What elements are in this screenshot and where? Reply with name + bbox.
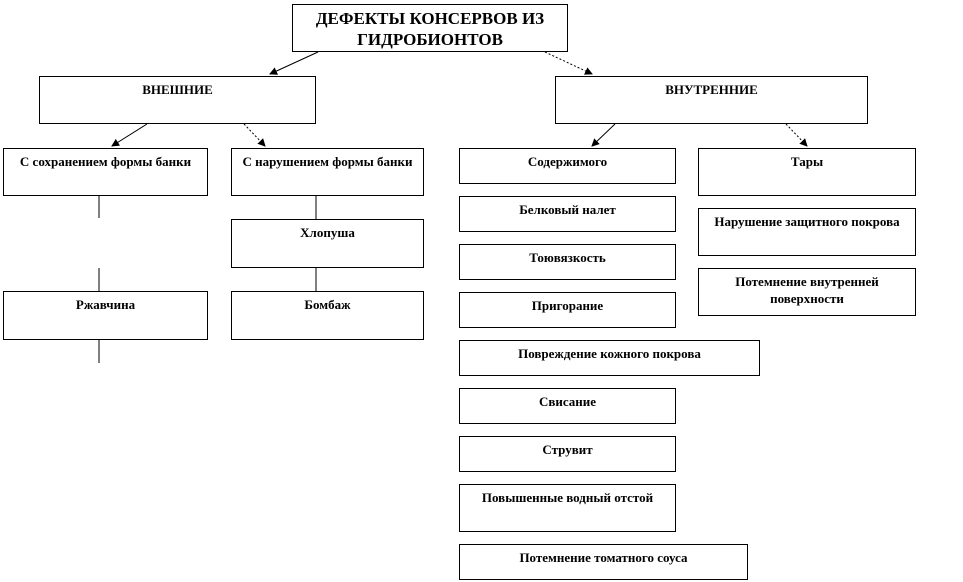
node-contents-item: Свисание — [459, 388, 676, 424]
node-container-item: Нарушение защитного покрова — [698, 208, 916, 256]
node-contents: Содержимого — [459, 148, 676, 184]
node-contents-item-label: Струвит — [542, 442, 593, 457]
arrow-title-to-external — [269, 51, 319, 75]
node-rust: Ржавчина — [3, 291, 208, 340]
node-bombazh: Бомбаж — [231, 291, 424, 340]
node-khlopusha-label: Хлопуша — [300, 225, 355, 240]
node-contents-item: Повреждение кожного покрова — [459, 340, 760, 376]
node-contents-item: Струвит — [459, 436, 676, 472]
node-contents-item-label: Потемнение томатного соуса — [519, 550, 688, 565]
node-keep-shape-label: С сохранением формы банки — [19, 154, 192, 169]
node-broken-shape-label: С нарушением формы банки — [242, 154, 413, 169]
arrow-external-to-keep-shape — [111, 123, 148, 147]
node-container: Тары — [698, 148, 916, 196]
node-container-item-label: Нарушение защитного покрова — [714, 214, 900, 229]
node-internal-label: ВНУТРЕННИЕ — [665, 82, 758, 97]
node-external-label: ВНЕШНИЕ — [142, 82, 213, 97]
node-internal: ВНУТРЕННИЕ — [555, 76, 868, 124]
arrow-external-to-broken-shape — [243, 123, 266, 147]
node-contents-item: Потемнение томатного соуса — [459, 544, 748, 580]
node-contents-label: Содержимого — [527, 154, 608, 169]
node-container-item: Потемнение внутренней поверхности — [698, 268, 916, 316]
node-contents-item-label: Повышенные водный отстой — [481, 490, 654, 505]
node-contents-item: Белковый налет — [459, 196, 676, 232]
node-rust-label: Ржавчина — [75, 297, 136, 312]
node-container-label: Тары — [790, 154, 824, 169]
node-khlopusha: Хлопуша — [231, 219, 424, 268]
node-bombazh-label: Бомбаж — [304, 297, 351, 312]
diagram-title: ДЕФЕКТЫ КОНСЕРВОВ ИЗ ГИДРОБИОНТОВ — [292, 4, 568, 52]
node-external: ВНЕШНИЕ — [39, 76, 316, 124]
node-container-item-label: Потемнение внутренней поверхности — [735, 274, 879, 306]
node-contents-item-label: Повреждение кожного покрова — [518, 346, 701, 361]
node-contents-item: Пригорание — [459, 292, 676, 328]
arrow-title-to-internal — [544, 51, 593, 75]
node-keep-shape: С сохранением формы банки — [3, 148, 208, 196]
arrow-internal-to-contents — [591, 123, 616, 147]
node-contents-item-label: Тоювязкость — [529, 250, 606, 265]
diagram-title-text: ДЕФЕКТЫ КОНСЕРВОВ ИЗ ГИДРОБИОНТОВ — [315, 9, 545, 49]
node-contents-item-label: Свисание — [538, 394, 597, 409]
node-broken-shape: С нарушением формы банки — [231, 148, 424, 196]
node-contents-item-label: Белковый налет — [519, 202, 616, 217]
node-contents-item: Тоювязкость — [459, 244, 676, 280]
node-contents-item: Повышенные водный отстой — [459, 484, 676, 532]
arrow-internal-to-container — [785, 123, 808, 147]
node-contents-item-label: Пригорание — [531, 298, 604, 313]
